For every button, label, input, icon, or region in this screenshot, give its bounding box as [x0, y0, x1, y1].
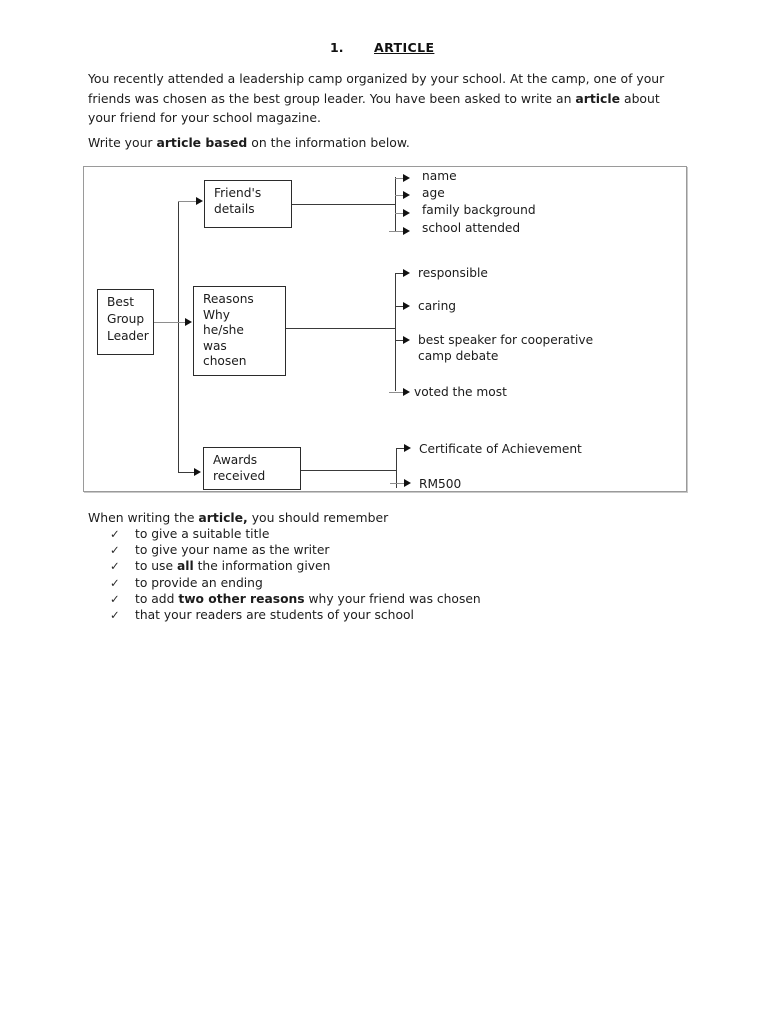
leaf-friend-name: name — [422, 169, 457, 183]
list-item: ✓ that your readers are students of your… — [110, 607, 481, 623]
leaf-friend-family-background: family background — [422, 203, 536, 217]
leaf-reason-voted-most: voted the most — [414, 385, 507, 399]
arrow-to-awards — [194, 468, 201, 476]
node-awards-received: Awards received — [203, 447, 301, 490]
list-item: ✓ to give your name as the writer — [110, 542, 481, 558]
connector-reasons-to-branch — [286, 328, 396, 329]
stub-friend-1 — [395, 178, 404, 179]
check-icon: ✓ — [110, 543, 120, 558]
connector-awards-to-branch — [301, 470, 397, 471]
list-item: ✓ to give a suitable title — [110, 526, 481, 542]
arrow-friend-item-1 — [403, 174, 410, 182]
leaf-friend-age: age — [422, 186, 445, 200]
stub-friend-2 — [395, 195, 404, 196]
connector-spine-to-friend — [178, 201, 196, 202]
node-friends-details: Friend's details — [204, 180, 292, 228]
stub-award-2 — [390, 483, 405, 484]
node-reasons-why-chosen: Reasons Why he/she was chosen — [193, 286, 286, 376]
check-icon: ✓ — [110, 575, 120, 590]
stub-award-1 — [396, 448, 405, 449]
connector-root-to-spine — [154, 322, 179, 323]
stub-reason-2 — [395, 306, 404, 307]
branch-spine-awards — [396, 448, 397, 488]
check-icon: ✓ — [110, 559, 120, 574]
checklist: ✓ to give a suitable title ✓ to give you… — [110, 526, 481, 623]
arrow-to-friend-details — [196, 197, 203, 205]
connector-main-spine — [178, 201, 179, 472]
leaf-reason-best-speaker: best speaker for cooperative camp debate — [418, 333, 594, 363]
instruction-paragraph: Write your article based on the informat… — [88, 135, 410, 150]
arrow-to-reasons — [185, 318, 192, 326]
page-heading: 1. ARTICLE — [330, 40, 434, 55]
arrow-award-item-2 — [404, 479, 411, 487]
leaf-award-rm500: RM500 — [419, 477, 462, 491]
page-title: ARTICLE — [374, 40, 435, 55]
arrow-award-item-1 — [404, 444, 411, 452]
leaf-friend-school-attended: school attended — [422, 221, 521, 235]
stub-reason-1 — [395, 273, 404, 274]
arrow-friend-item-4 — [403, 227, 410, 235]
check-icon: ✓ — [110, 527, 120, 541]
leaf-award-certificate: Certificate of Achievement — [419, 442, 582, 456]
arrow-reason-item-1 — [403, 269, 410, 277]
arrow-friend-item-2 — [403, 191, 410, 199]
list-item-label: that your readers are students of your s… — [135, 607, 414, 622]
branch-spine-friend — [395, 177, 396, 232]
intro-paragraph: You recently attended a leadership camp … — [88, 71, 665, 125]
arrow-reason-item-2 — [403, 302, 410, 310]
list-item: ✓ to use all the information given — [110, 558, 481, 574]
stub-friend-3 — [395, 213, 404, 214]
remember-line: When writing the article, you should rem… — [88, 510, 389, 525]
heading-number: 1. — [330, 40, 344, 55]
connector-spine-to-reasons — [178, 322, 186, 323]
list-item-label: to give your name as the writer — [135, 543, 330, 558]
branch-spine-reasons — [395, 273, 396, 391]
arrow-friend-item-3 — [403, 209, 410, 217]
arrow-reason-item-4 — [403, 388, 410, 396]
list-item-label: to provide an ending — [135, 575, 263, 590]
stub-reason-4 — [389, 392, 404, 393]
leaf-reason-caring: caring — [418, 299, 457, 313]
stub-friend-4 — [389, 231, 404, 232]
list-item-label: to add two other reasons why your friend… — [135, 591, 481, 606]
stub-reason-3 — [395, 340, 404, 341]
list-item-label: to give a suitable title — [135, 527, 270, 541]
node-best-group-leader: Best Group Leader — [97, 289, 154, 355]
connector-friend-to-branch — [292, 204, 396, 205]
check-icon: ✓ — [110, 607, 120, 622]
list-item-label: to use all the information given — [135, 559, 331, 574]
list-item: ✓ to add two other reasons why your frie… — [110, 591, 481, 607]
connector-spine-to-awards — [178, 472, 195, 473]
arrow-reason-item-3 — [403, 336, 410, 344]
check-icon: ✓ — [110, 591, 120, 606]
list-item: ✓ to provide an ending — [110, 575, 481, 591]
leaf-reason-responsible: responsible — [418, 266, 488, 280]
diagram-frame: Best Group Leader Friend's details Reaso… — [83, 166, 687, 492]
